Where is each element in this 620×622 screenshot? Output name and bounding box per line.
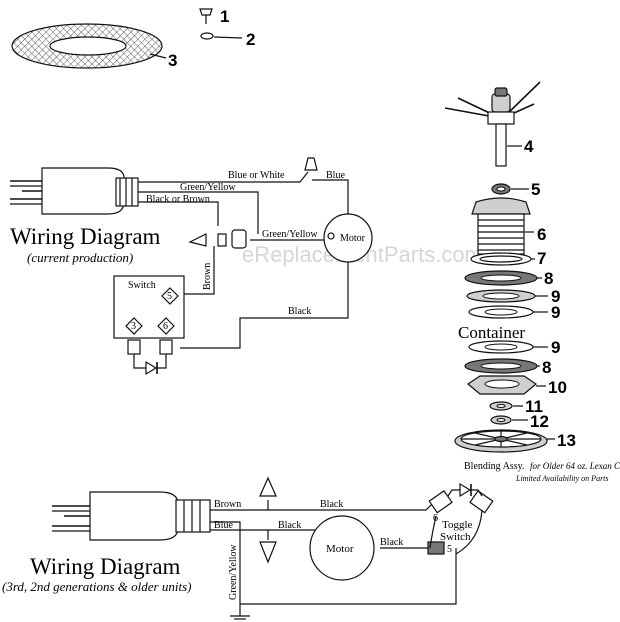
callout-5: 5 bbox=[531, 180, 540, 199]
label-black-top-older: Black bbox=[320, 499, 343, 510]
leader-2 bbox=[213, 36, 243, 39]
callout-13: 13 bbox=[557, 431, 576, 450]
label-terminal-3-current: 3 bbox=[131, 321, 136, 332]
label-brown-older: Brown bbox=[214, 499, 241, 510]
callout-2: 2 bbox=[246, 30, 255, 49]
label-green-yellow-mid: Green/Yellow bbox=[262, 229, 318, 240]
toggle-switch-older bbox=[427, 482, 494, 555]
motor-current bbox=[323, 213, 373, 263]
wiring-current-title: Wiring Diagram bbox=[10, 224, 161, 249]
callout-3: 3 bbox=[168, 51, 177, 70]
callout-1: 1 bbox=[220, 7, 229, 26]
callout-8b: 8 bbox=[542, 358, 551, 377]
label-terminal-6-older: 6 bbox=[433, 513, 438, 524]
label-switch-older: Switch bbox=[440, 531, 471, 543]
wiring-older-title: Wiring Diagram bbox=[30, 554, 181, 579]
power-plug-older bbox=[52, 491, 211, 541]
callout-9a: 9 bbox=[551, 287, 560, 306]
label-green-yellow-older: Green/Yellow bbox=[228, 544, 239, 600]
callout-9b: 9 bbox=[551, 303, 560, 322]
callout-7: 7 bbox=[537, 249, 546, 268]
label-toggle: Toggle bbox=[442, 519, 473, 531]
part-drive-pulley-13 bbox=[454, 429, 548, 453]
label-terminal-6-current: 6 bbox=[163, 321, 168, 332]
part-screw bbox=[199, 8, 213, 24]
callout-8: 8 bbox=[544, 269, 553, 288]
svg-text:Blending Assy. for Older 6: Blending Assy. for Older 64 oz. Lexan C bbox=[464, 461, 620, 472]
part-mesh-gasket bbox=[11, 23, 163, 69]
label-motor-older: Motor bbox=[326, 543, 354, 555]
blending-assy-title: Blending Assy. bbox=[464, 461, 524, 472]
leader-3 bbox=[149, 53, 167, 59]
callout-4: 4 bbox=[524, 137, 534, 156]
label-blue-or-white: Blue or White bbox=[228, 170, 285, 181]
label-terminal-5-current: 5 bbox=[167, 291, 172, 302]
label-black-mid-older: Black bbox=[278, 520, 301, 531]
power-plug-current bbox=[10, 167, 139, 215]
label-black-current: Black bbox=[288, 306, 311, 317]
label-black-or-brown: Black or Brown bbox=[146, 194, 210, 205]
motor-older bbox=[309, 515, 375, 581]
label-switch-current: Switch bbox=[128, 280, 156, 291]
part-nut-10 bbox=[466, 375, 538, 395]
label-terminal-5-older: 5 bbox=[447, 544, 452, 555]
label-blue-current: Blue bbox=[326, 170, 345, 181]
wiring-older bbox=[52, 476, 494, 620]
label-motor-current: Motor bbox=[340, 233, 366, 244]
callout-12: 12 bbox=[530, 412, 549, 431]
label-black-right-older: Black bbox=[380, 537, 403, 548]
wiring-current bbox=[10, 157, 373, 376]
part-bearing-housing bbox=[471, 197, 531, 255]
callout-11: 11 bbox=[525, 397, 543, 416]
label-blue-older: Blue bbox=[214, 520, 233, 531]
wiring-current-subtitle: (current production) bbox=[27, 250, 133, 265]
callout-6: 6 bbox=[537, 225, 546, 244]
label-green-yellow-top: Green/Yellow bbox=[180, 182, 236, 193]
part-washer-5 bbox=[491, 183, 511, 195]
wiring-older-subtitle: (3rd, 2nd generations & older units) bbox=[2, 579, 191, 594]
label-brown-current: Brown bbox=[202, 263, 213, 290]
part-blade-assembly bbox=[444, 81, 541, 167]
blending-assy-note: for Older 64 oz. Lexan C bbox=[530, 461, 620, 471]
callout-10: 10 bbox=[548, 378, 567, 397]
callout-9c: 9 bbox=[551, 338, 560, 357]
part-washer bbox=[200, 32, 214, 40]
blending-assy-availability: Limited Availability on Parts bbox=[515, 474, 609, 483]
container-label: Container bbox=[458, 323, 525, 342]
